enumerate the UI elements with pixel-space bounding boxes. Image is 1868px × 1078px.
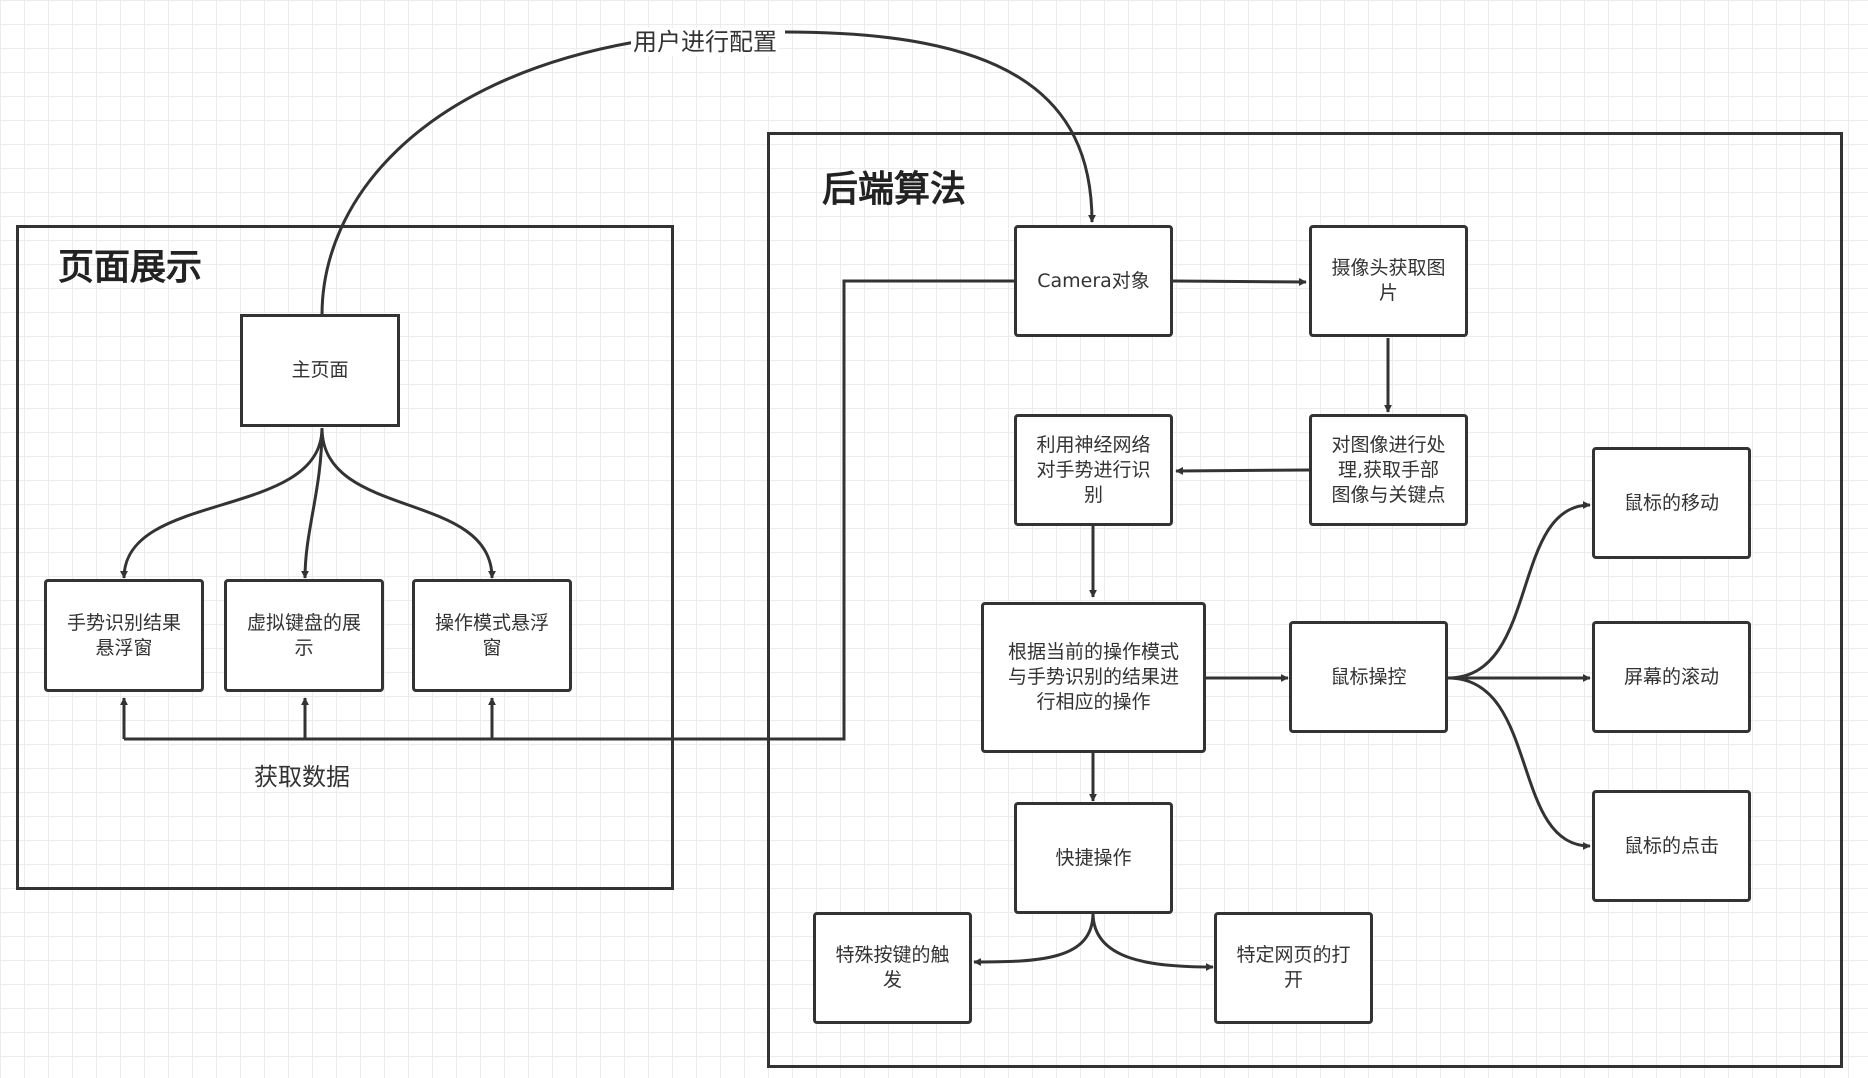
main-page-node[interactable]: 主页面 <box>240 314 400 427</box>
edge-main-to-mode <box>320 427 496 579</box>
operate-node[interactable]: 根据当前的操作模式 与手势识别的结果进 行相应的操作 <box>981 602 1206 753</box>
gesture-float-node[interactable]: 手势识别结果 悬浮窗 <box>44 579 204 692</box>
shortcut-node[interactable]: 快捷操作 <box>1014 802 1173 914</box>
keyboard-node[interactable]: 虚拟键盘的展 示 <box>224 579 384 692</box>
edge-config-to-camera <box>784 30 1096 223</box>
config-label: 用户进行配置 <box>631 28 779 56</box>
process-node[interactable]: 对图像进行处 理,获取手部 图像与关键点 <box>1309 414 1468 526</box>
backend-group-title: 后端算法 <box>822 169 967 210</box>
edge-camera-data-feed <box>124 279 1014 741</box>
edge-shortcut-to-open-page <box>1091 912 1214 971</box>
edge-main-to-gesture <box>120 427 324 579</box>
mode-float-node[interactable]: 操作模式悬浮 窗 <box>412 579 572 692</box>
backend-group <box>767 132 1843 1068</box>
screen-scroll-node[interactable]: 屏幕的滚动 <box>1592 621 1751 733</box>
edge-config-curve <box>320 40 636 316</box>
edge-main-to-keyboard <box>301 427 324 579</box>
edge-mouse-to-move <box>1447 501 1591 680</box>
edge-mouse-to-click <box>1447 676 1591 850</box>
frontend-group <box>16 225 674 890</box>
mouse-control-node[interactable]: 鼠标操控 <box>1289 621 1448 733</box>
capture-node[interactable]: 摄像头获取图 片 <box>1309 225 1468 337</box>
neural-net-node[interactable]: 利用神经网络 对手势进行识 别 <box>1014 414 1173 526</box>
edge-process-to-nn <box>1175 466 1310 475</box>
mouse-move-node[interactable]: 鼠标的移动 <box>1592 447 1751 559</box>
special-key-node[interactable]: 特殊按键的触 发 <box>813 912 972 1024</box>
mouse-click-node[interactable]: 鼠标的点击 <box>1592 790 1751 902</box>
edge-shortcut-to-special-key <box>973 912 1095 966</box>
camera-node[interactable]: Camera对象 <box>1014 225 1173 337</box>
fetch-data-label: 获取数据 <box>254 763 350 791</box>
open-page-node[interactable]: 特定网页的打 开 <box>1214 912 1373 1024</box>
frontend-group-title: 页面展示 <box>58 247 203 288</box>
edge-camera-to-capture <box>1172 277 1307 286</box>
